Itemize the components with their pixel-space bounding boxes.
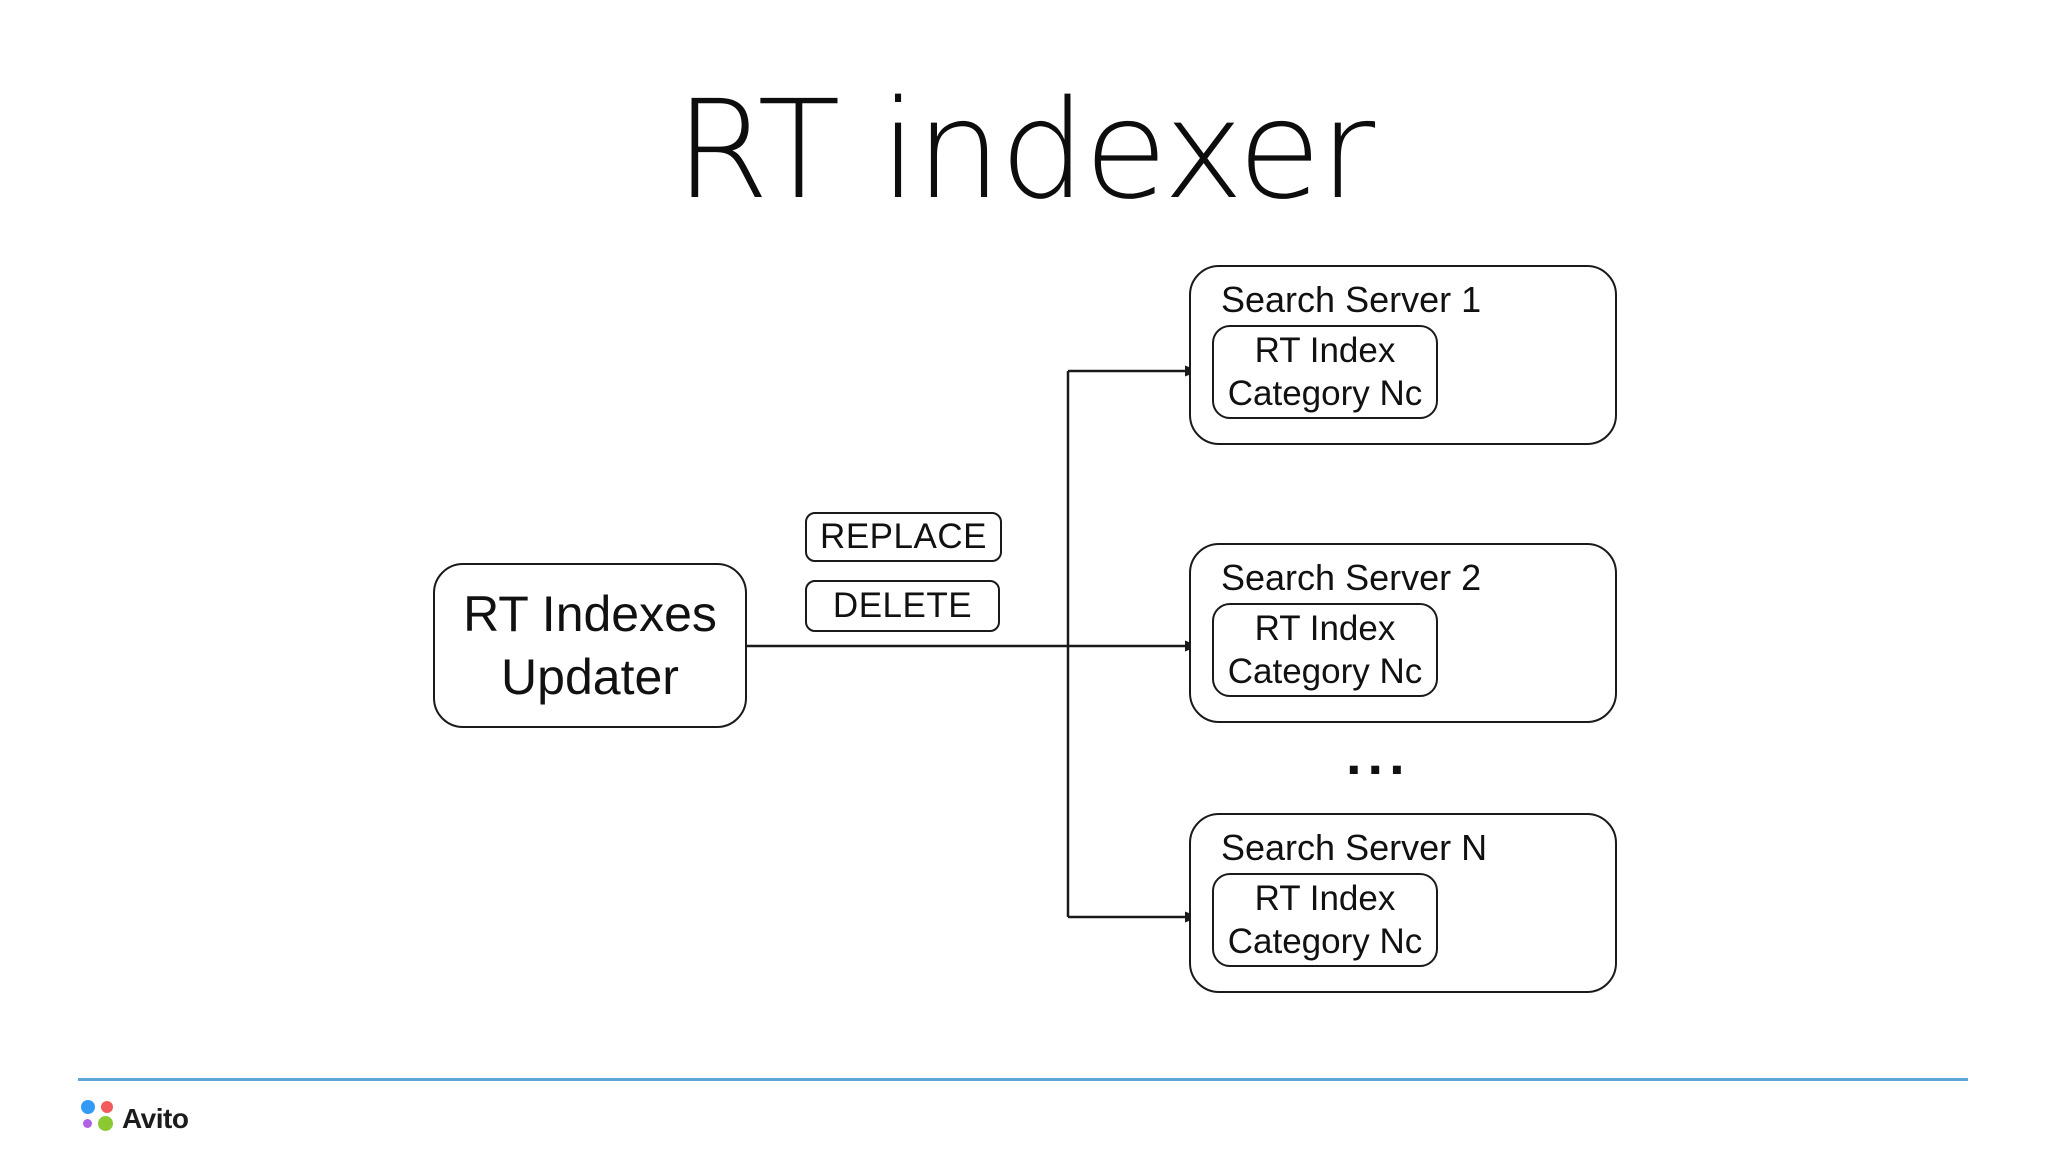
rt-index-label-line2: Category Nc bbox=[1227, 374, 1423, 413]
footer-divider bbox=[78, 1078, 1968, 1081]
server-title: Search Server 2 bbox=[1221, 557, 1482, 598]
delete-label: DELETE bbox=[832, 586, 973, 625]
search-server-n-box: Search Server N RT Index Category Nc bbox=[1189, 813, 1617, 993]
rt-index-box: RT Index Category Nc bbox=[1212, 325, 1438, 419]
logo-dot-green-icon bbox=[98, 1116, 113, 1131]
rt-index-label-line2: Category Nc bbox=[1227, 922, 1423, 961]
server-title: Search Server 1 bbox=[1221, 279, 1482, 320]
page-title: RT indexer bbox=[674, 72, 1375, 230]
rt-index-label-line2: Category Nc bbox=[1227, 652, 1423, 691]
brand-name: Avito bbox=[122, 1103, 189, 1134]
avito-logo: Avito bbox=[81, 1100, 191, 1134]
rt-indexes-updater-box: RT Indexes Updater bbox=[433, 563, 747, 728]
logo-dot-purple-icon bbox=[83, 1119, 92, 1128]
updater-label-line1: RT Indexes bbox=[463, 585, 717, 642]
updater-label-line2: Updater bbox=[501, 648, 679, 705]
rt-index-box: RT Index Category Nc bbox=[1212, 873, 1438, 967]
search-server-2-box: Search Server 2 RT Index Category Nc bbox=[1189, 543, 1617, 723]
servers-ellipsis: ... bbox=[1346, 723, 1411, 786]
delete-operation-badge: DELETE bbox=[805, 580, 1000, 632]
replace-operation-badge: REPLACE bbox=[805, 512, 1002, 562]
logo-dot-blue-icon bbox=[81, 1100, 95, 1114]
logo-dot-red-icon bbox=[101, 1101, 113, 1113]
search-server-1-box: Search Server 1 RT Index Category Nc bbox=[1189, 265, 1617, 445]
server-title: Search Server N bbox=[1221, 827, 1488, 868]
replace-label: REPLACE bbox=[820, 517, 987, 556]
rt-index-label-line1: RT Index bbox=[1254, 608, 1396, 648]
rt-index-box: RT Index Category Nc bbox=[1212, 603, 1438, 697]
rt-index-label-line1: RT Index bbox=[1254, 878, 1396, 918]
rt-index-label-line1: RT Index bbox=[1254, 330, 1396, 370]
